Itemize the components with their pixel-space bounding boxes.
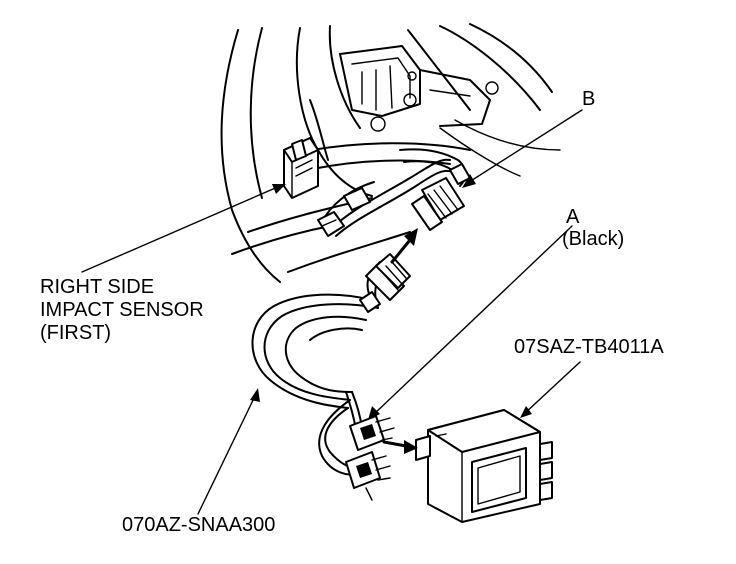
jumper-connector-top [359,253,411,313]
callout-a: A [566,206,580,228]
connector-lower [345,451,391,501]
vehicle-body-structure [220,23,561,283]
leader-lines [81,109,583,515]
jumper-harness-coil [251,269,381,476]
impact-sensor [283,137,319,199]
sensor-label-line3: (FIRST) [40,322,112,344]
sensor-label-line2: IMPACT SENSOR [40,299,204,321]
callout-b: B [582,88,596,110]
tool-module [415,409,553,523]
connector-b [411,163,471,231]
vehicle-harness [317,148,466,237]
sensor-label-line1: RIGHT SIDE [40,276,155,298]
module-part-number: 07SAZ-TB4011A [514,336,664,358]
connector-a [349,415,395,451]
harness-part-number: 070AZ-SNAA300 [122,514,276,536]
connection-arrows [382,228,418,454]
callout-a-note: (Black) [562,228,625,250]
